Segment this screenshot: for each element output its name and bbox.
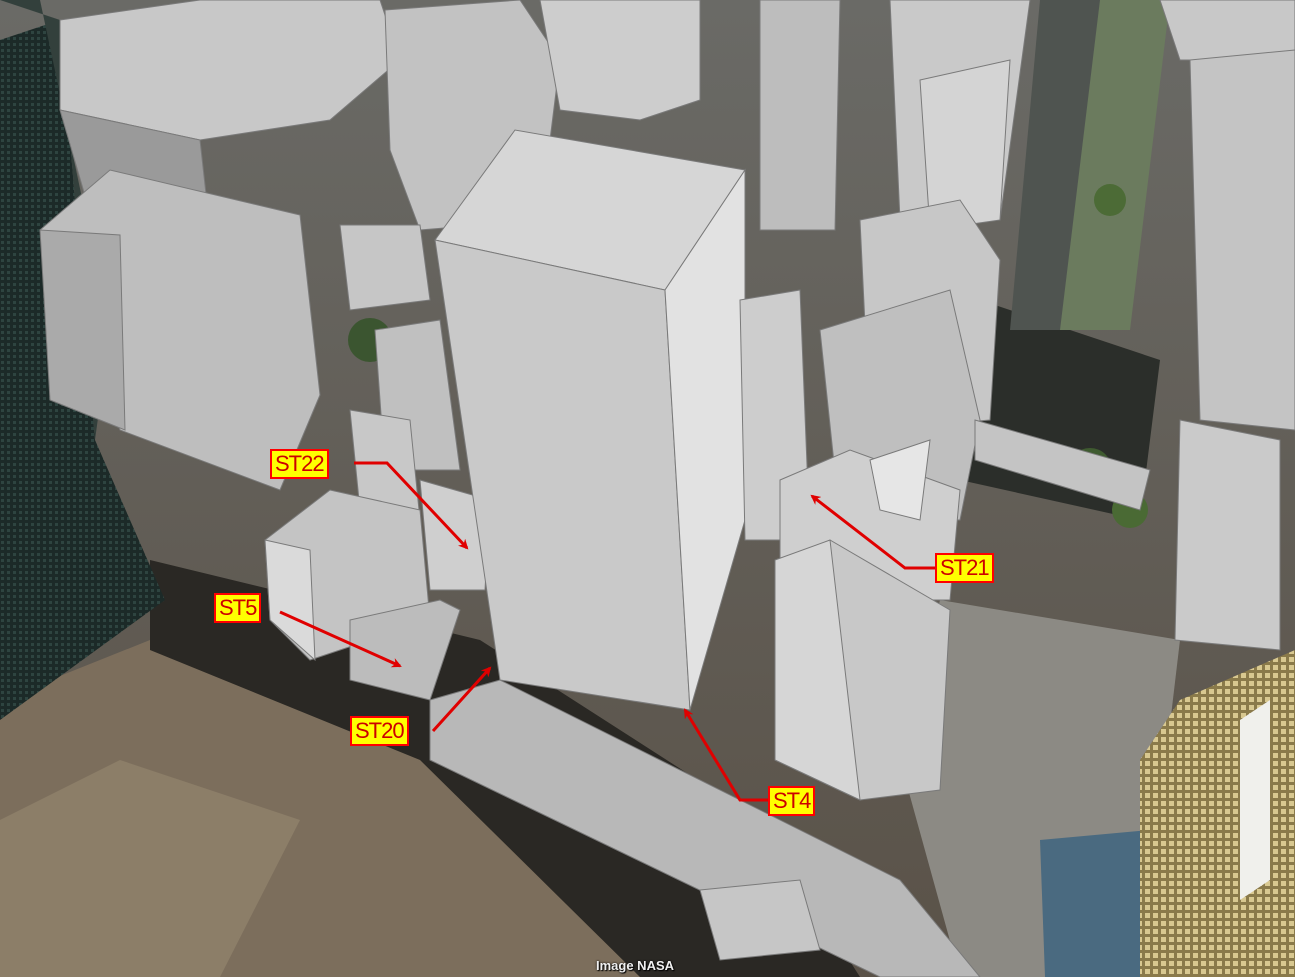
building-models	[39, 0, 1295, 977]
imagery-credit: Image NASA	[596, 958, 675, 973]
callout-arrows	[279, 461, 935, 802]
st22-arrow	[354, 461, 469, 550]
st20-arrow	[431, 666, 492, 733]
st4-arrow	[683, 708, 769, 802]
callout-st4: ST4	[768, 786, 816, 816]
st21-arrow	[810, 494, 935, 570]
callout-st21: ST21	[935, 553, 994, 583]
textured-tower-right	[1140, 650, 1295, 977]
st5-arrow	[279, 610, 402, 668]
callout-st22: ST22	[270, 449, 329, 479]
callout-st5: ST5	[214, 593, 262, 623]
callout-st20: ST20	[350, 716, 409, 746]
